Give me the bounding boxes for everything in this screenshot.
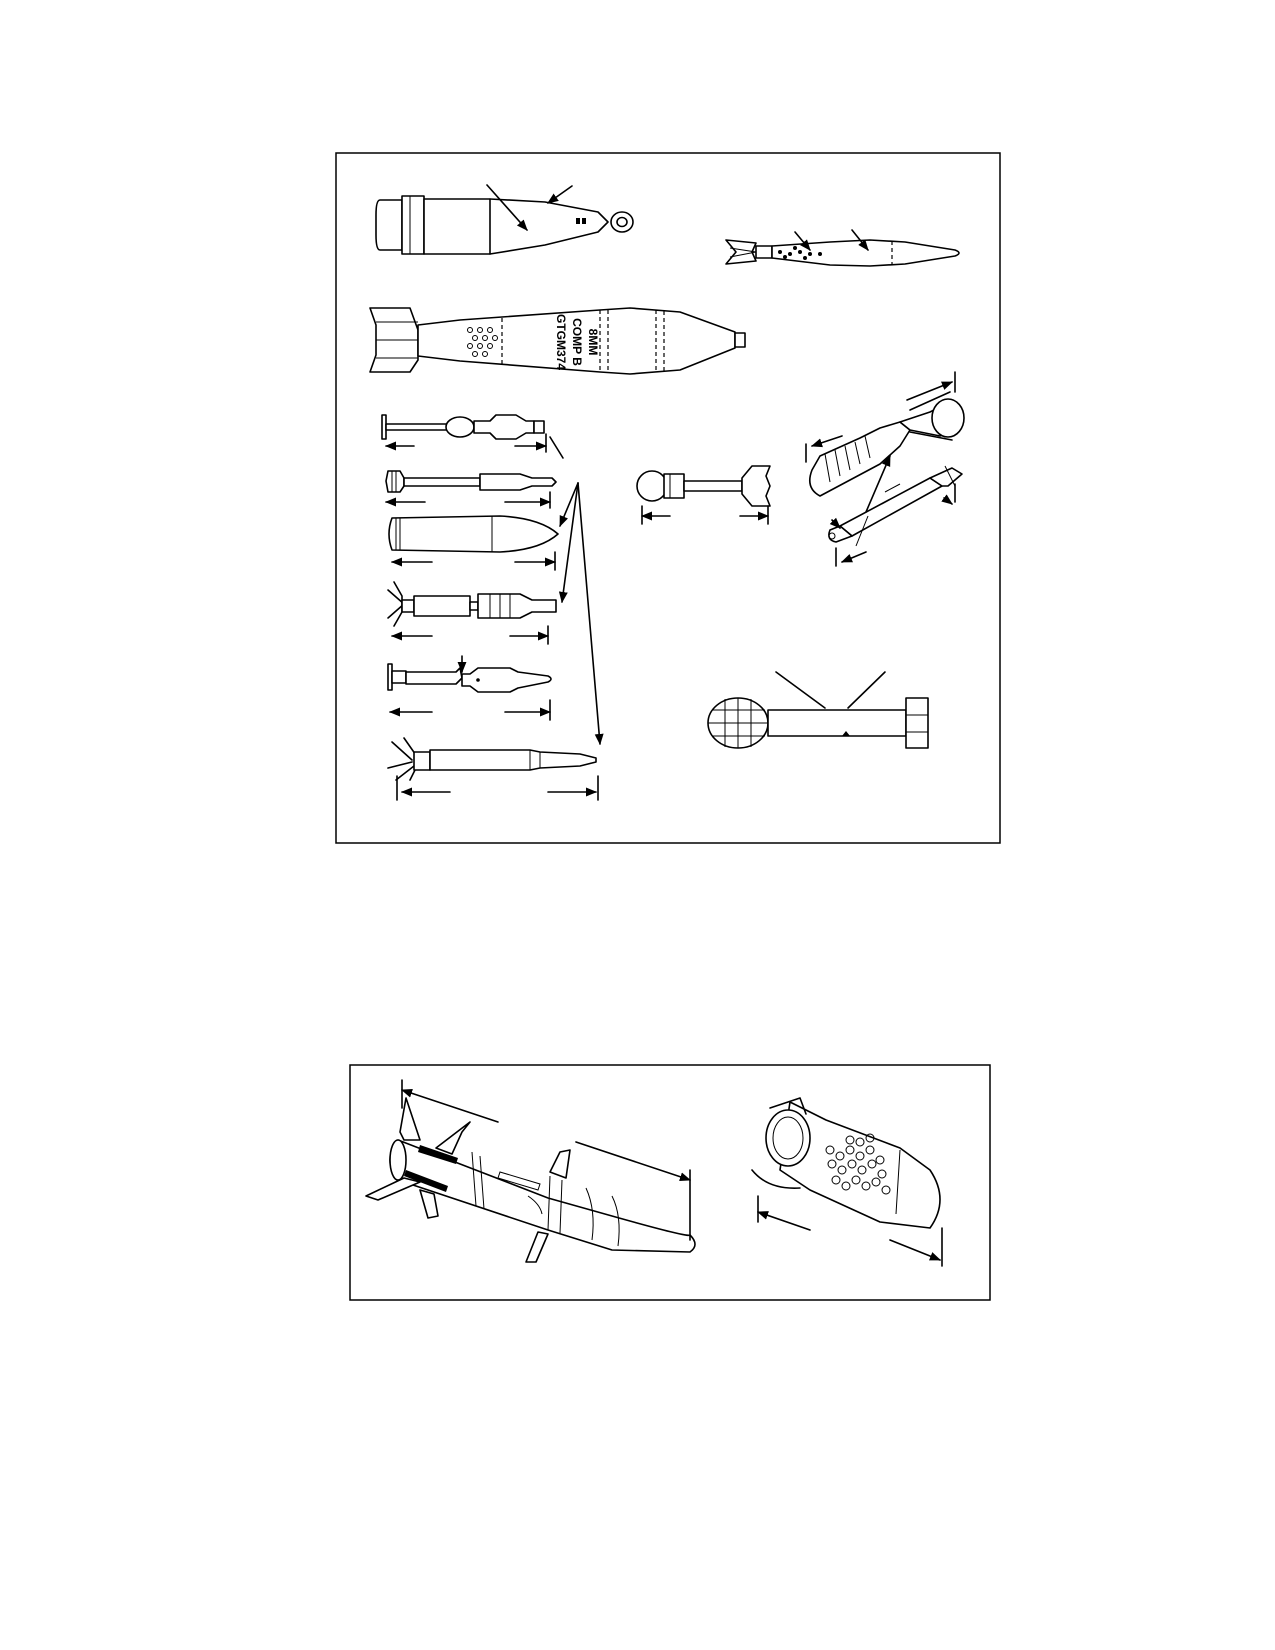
shell-marking-caliber: 8MM <box>586 329 600 356</box>
fill-dots <box>467 327 498 357</box>
stick-projectile-2 <box>384 470 557 509</box>
callout-arrows <box>558 482 604 746</box>
pineapple-grenade <box>707 671 929 749</box>
ball-projectile <box>636 465 771 525</box>
submunition-canister <box>751 1097 943 1267</box>
finned-mortar-small <box>725 229 960 267</box>
slim-rocket-projectile <box>828 454 963 567</box>
finned-mortar-large: 8MM COMP B GTGM374 <box>369 307 746 375</box>
shell-marking-filler: COMP B <box>570 318 584 366</box>
shell-marking-lot: GTGM374 <box>554 314 568 370</box>
cylindrical-projectile <box>388 515 559 571</box>
stick-projectile-4 <box>387 655 552 721</box>
stick-projectile-1 <box>381 414 564 459</box>
ribbed-grenade-projectile <box>805 371 965 497</box>
stick-projectile-5 <box>387 737 599 801</box>
bottom-panel-frame <box>349 1064 991 1301</box>
finned-guided-projectile <box>365 1079 696 1263</box>
submunition-pattern <box>825 1133 891 1195</box>
rifle-grenade <box>375 184 634 255</box>
stick-projectile-3 <box>387 581 557 645</box>
top-panel-frame <box>335 152 1001 844</box>
